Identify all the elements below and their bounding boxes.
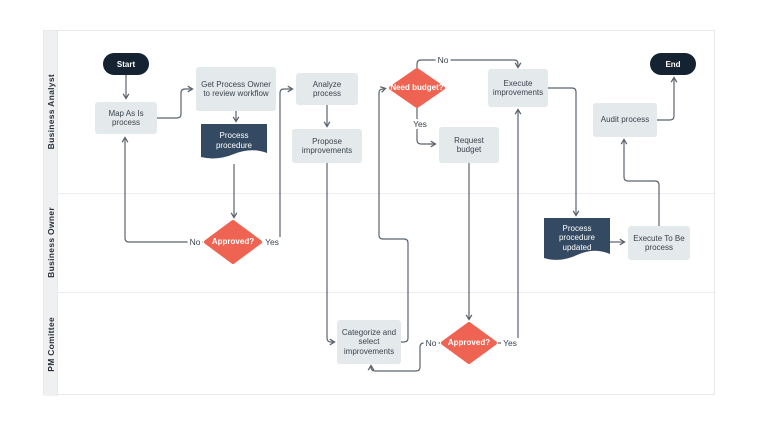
node-label: Get Process Owner to review workflow bbox=[201, 79, 271, 99]
edge-map-to-get-process-owner bbox=[157, 85, 194, 119]
lane-business-analyst: Business Analyst bbox=[44, 31, 58, 193]
edge-label-approved-pm-no: No bbox=[423, 338, 439, 348]
node-label: Execute To Be process bbox=[633, 233, 685, 253]
edge-propose-to-categorize bbox=[326, 163, 336, 346]
edge-label-need-budget-no: No bbox=[435, 55, 451, 65]
node-label: Propose improvements bbox=[301, 136, 353, 156]
node-propose-improvements: Propose improvements bbox=[292, 129, 362, 163]
node-get-process-owner: Get Process Owner to review workflow bbox=[196, 67, 276, 111]
document-shape bbox=[544, 218, 610, 260]
node-approved-owner-decision: Approved? bbox=[203, 220, 263, 264]
node-audit-process: Audit process bbox=[593, 103, 657, 137]
node-label: Execute improvements bbox=[492, 78, 544, 98]
node-label: Categorize and select improvements bbox=[341, 327, 397, 356]
node-label: Analyze process bbox=[312, 79, 342, 99]
node-label: Process procedure updated bbox=[558, 223, 596, 252]
node-label: Audit process bbox=[600, 115, 650, 125]
node-label: Approved? bbox=[447, 338, 491, 348]
node-label: Approved? bbox=[211, 237, 255, 247]
edge-approved-pm-no bbox=[367, 342, 440, 372]
edge-label-need-budget-yes: Yes bbox=[411, 119, 429, 129]
diamond-shape bbox=[441, 322, 497, 364]
node-process-procedure-document: Process procedure bbox=[201, 124, 267, 164]
edge-approved-owner-no bbox=[121, 136, 203, 243]
node-execute-improvements: Execute improvements bbox=[488, 69, 548, 107]
node-end: End bbox=[650, 53, 696, 75]
node-process-procedure-updated-document: Process procedure updated bbox=[544, 218, 610, 265]
node-label: Need budget? bbox=[390, 83, 444, 93]
lane-business-owner: Business Owner bbox=[44, 193, 58, 292]
edge-categorize-to-need-budget bbox=[378, 86, 409, 343]
edge-execute-to-be-to-audit bbox=[620, 138, 660, 226]
edge-need-budget-no bbox=[416, 59, 522, 69]
node-map-as-is-process: Map As Is process bbox=[95, 102, 157, 134]
document-shape bbox=[201, 124, 267, 159]
node-request-budget: Request budget bbox=[439, 127, 499, 163]
node-categorize-improvements: Categorize and select improvements bbox=[337, 320, 401, 364]
edge-label-approved-owner-no: No bbox=[187, 237, 203, 247]
node-approved-pm-decision: Approved? bbox=[440, 322, 498, 364]
node-start: Start bbox=[103, 53, 149, 75]
node-execute-to-be-process: Execute To Be process bbox=[628, 226, 690, 260]
node-label: Map As Is process bbox=[108, 108, 144, 128]
node-need-budget-decision: Need budget? bbox=[388, 68, 446, 108]
lane-pm-comittee: PM Comittee bbox=[44, 292, 58, 396]
edge-execute-to-procedure-updated bbox=[548, 87, 580, 217]
node-analyze-process: Analyze process bbox=[296, 73, 358, 105]
edge-need-budget-yes bbox=[416, 108, 437, 148]
diamond-shape bbox=[204, 220, 262, 264]
lane-divider bbox=[44, 292, 716, 293]
edge-label-approved-pm-yes: Yes bbox=[501, 338, 519, 348]
edge-audit-to-end bbox=[657, 76, 678, 121]
flowchart-canvas: Business Analyst Business Owner PM Comit… bbox=[43, 30, 716, 396]
node-label: Request budget bbox=[454, 135, 484, 155]
node-label: End bbox=[665, 59, 681, 69]
diamond-shape bbox=[389, 68, 445, 108]
lane-divider bbox=[44, 193, 716, 194]
edge-approved-owner-yes bbox=[263, 85, 294, 243]
edge-approved-pm-yes bbox=[498, 108, 522, 344]
edge-label-approved-owner-yes: Yes bbox=[263, 237, 281, 247]
node-label: Start bbox=[116, 59, 136, 69]
node-label: Process procedure bbox=[215, 131, 253, 150]
